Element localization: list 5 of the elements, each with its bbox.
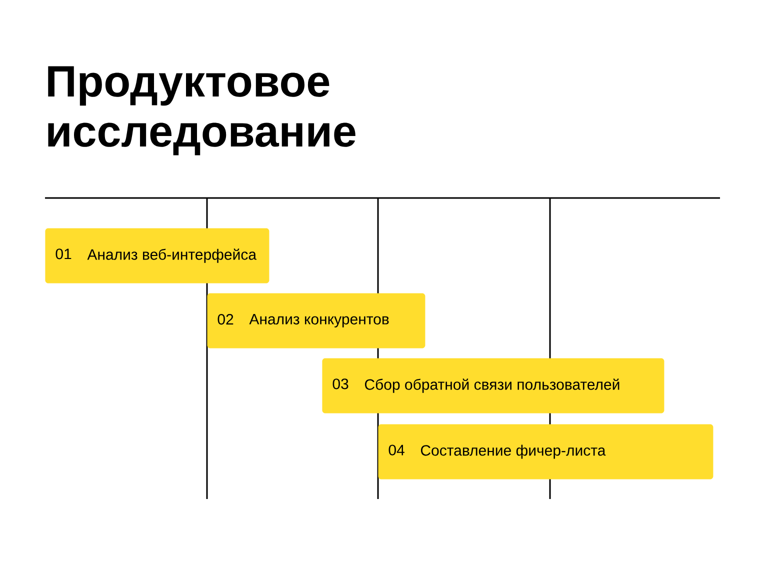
task-bar: 02 Анализ конкурентов bbox=[207, 293, 426, 348]
title: Продуктовое исследование bbox=[48, 66, 356, 156]
task-bar: 04 Составление фичер-листа bbox=[378, 424, 714, 480]
task-bar: 01 Анализ веб-интерфейса bbox=[45, 228, 270, 284]
task-bar: 03 Сбор обратной связи пользователей bbox=[322, 358, 664, 414]
